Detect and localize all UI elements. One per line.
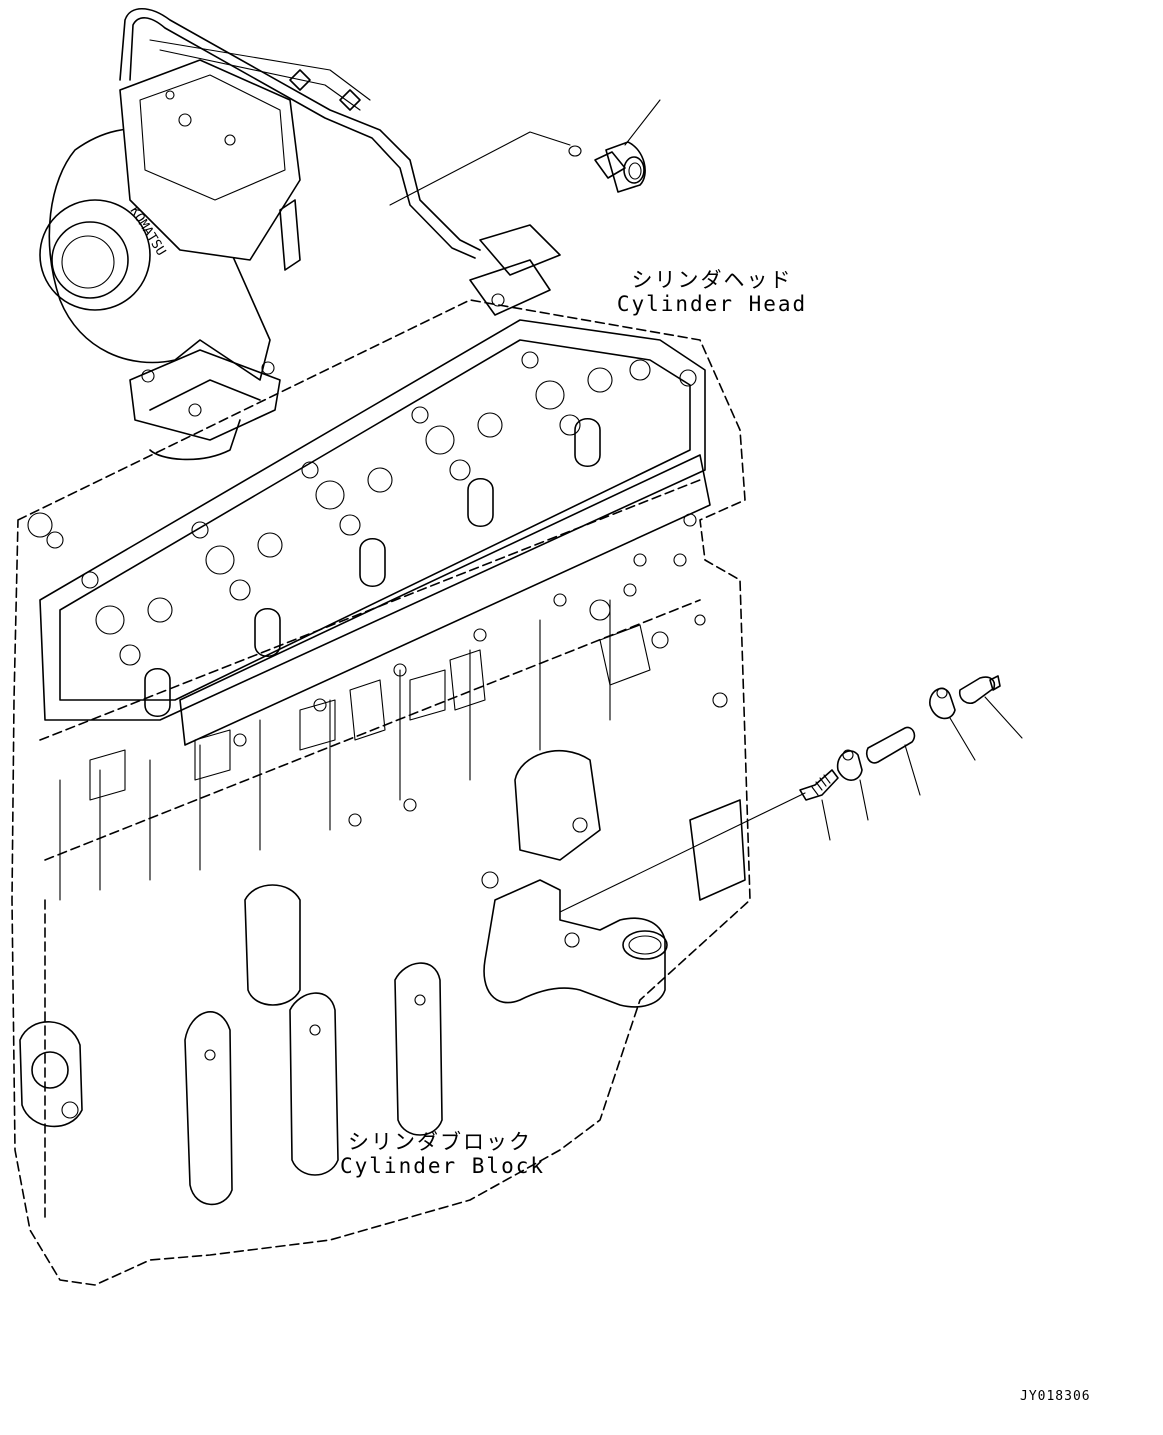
cylinder-head-label: シリンダヘッド Cylinder Head	[612, 268, 812, 316]
cylinder-block	[11, 299, 751, 1286]
cylinder-head-label-jp: シリンダヘッド	[631, 268, 793, 292]
block-details	[27, 512, 728, 741]
drawing-code: JY018306	[1020, 1389, 1091, 1404]
turbocharger: KOMATSU	[39, 59, 301, 461]
cylinder-head	[39, 259, 711, 747]
cylinder-block-label-jp: シリンダブロック	[348, 1130, 532, 1154]
cylinder-head-label-en: Cylinder Head	[616, 292, 808, 316]
pressure-sensor	[389, 99, 661, 206]
fuel-pipes	[119, 7, 561, 276]
exploded-fittings	[559, 675, 1023, 913]
cylinder-block-label-en: Cylinder Block	[340, 1154, 546, 1178]
cylinder-block-label: シリンダブロック Cylinder Block	[340, 1130, 546, 1178]
